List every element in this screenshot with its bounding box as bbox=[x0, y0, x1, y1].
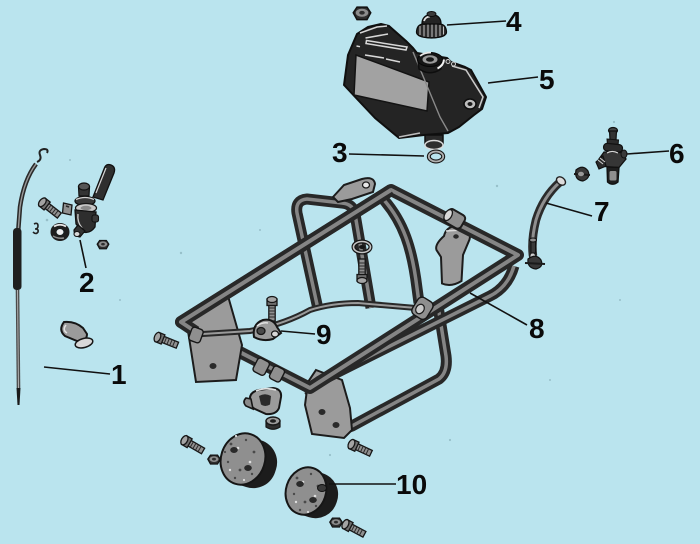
svg-text:9: 9 bbox=[316, 319, 332, 350]
svg-text:6: 6 bbox=[669, 138, 685, 169]
svg-text:4: 4 bbox=[506, 6, 522, 37]
svg-text:3: 3 bbox=[332, 137, 348, 168]
svg-text:10: 10 bbox=[396, 469, 427, 500]
svg-text:2: 2 bbox=[79, 267, 95, 298]
svg-text:8: 8 bbox=[529, 313, 545, 344]
svg-text:1: 1 bbox=[111, 359, 127, 390]
svg-text:5: 5 bbox=[539, 64, 555, 95]
svg-text:7: 7 bbox=[594, 196, 610, 227]
